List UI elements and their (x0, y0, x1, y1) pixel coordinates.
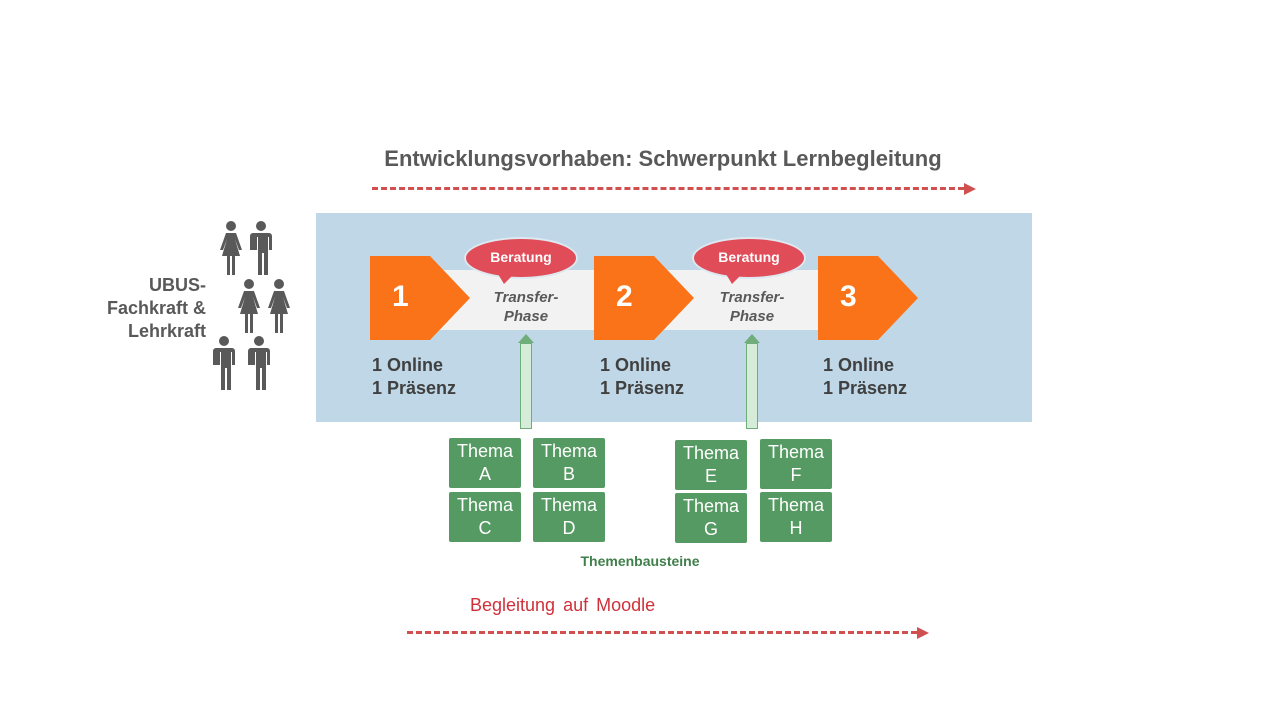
label-line: Fachkraft & (106, 298, 206, 318)
step-2-sessions: 1 Online 1 Präsenz (600, 354, 684, 400)
beratung-bubble: Beratung (464, 237, 578, 279)
bubble-tail (726, 274, 742, 284)
man-icon (248, 221, 274, 275)
theme-letter: F (790, 465, 802, 485)
up-arrow-shaft (746, 343, 758, 429)
man-icon (246, 336, 272, 390)
bottom-dashed-arrow (407, 631, 917, 634)
woman-icon (266, 279, 292, 333)
session-line: 1 Online (823, 355, 895, 375)
top-dashed-arrow (372, 187, 964, 190)
theme-letter: C (478, 518, 492, 538)
phase-line: Transfer- (493, 289, 559, 306)
beratung-bubble: Beratung (692, 237, 806, 279)
phase-line: Transfer- (719, 289, 785, 306)
up-arrow-head (744, 334, 760, 343)
themes-caption: Themenbausteine (580, 553, 700, 569)
theme-letter: H (789, 518, 803, 538)
theme-word: Thema (682, 496, 740, 516)
theme-letter: G (703, 519, 718, 539)
bubble-tail (498, 274, 514, 284)
phase-line: Phase (729, 308, 775, 325)
up-arrow-shaft (520, 343, 532, 429)
transfer-phase-label: Transfer- Phase (471, 288, 581, 326)
session-line: 1 Online (372, 355, 444, 375)
theme-word: Thema (767, 495, 825, 515)
theme-word: Thema (682, 443, 740, 463)
label-line: UBUS- (149, 275, 206, 295)
phase-line: Phase (503, 308, 549, 325)
woman-icon (236, 279, 262, 333)
session-line: 1 Online (600, 355, 672, 375)
theme-letter: A (478, 464, 491, 484)
label-line: Lehrkraft (127, 321, 206, 341)
top-arrowhead (964, 183, 976, 195)
participants-label: UBUS- Fachkraft & Lehrkraft (90, 274, 206, 343)
up-arrow-head (518, 334, 534, 343)
transfer-phase-label: Transfer- Phase (697, 288, 807, 326)
session-line: 1 Präsenz (372, 378, 457, 398)
theme-word: Thema (767, 442, 825, 462)
theme-letter: B (562, 464, 575, 484)
session-line: 1 Präsenz (600, 378, 685, 398)
session-line: 1 Präsenz (823, 378, 908, 398)
page-title: Entwicklungsvorhaben: Schwerpunkt Lernbe… (384, 146, 942, 171)
theme-letter: D (562, 518, 576, 538)
theme-word: Thema (540, 441, 598, 461)
theme-letter: E (704, 466, 717, 486)
theme-word: Thema (540, 495, 598, 515)
woman-icon (218, 221, 244, 275)
bottom-arrowhead (917, 627, 929, 639)
theme-word: Thema (456, 441, 514, 461)
moodle-label: Begleitung auf Moodle (470, 595, 656, 615)
man-icon (211, 336, 237, 390)
step-1-sessions: 1 Online 1 Präsenz (372, 354, 456, 400)
theme-word: Thema (456, 495, 514, 515)
step-3-sessions: 1 Online 1 Präsenz (823, 354, 907, 400)
